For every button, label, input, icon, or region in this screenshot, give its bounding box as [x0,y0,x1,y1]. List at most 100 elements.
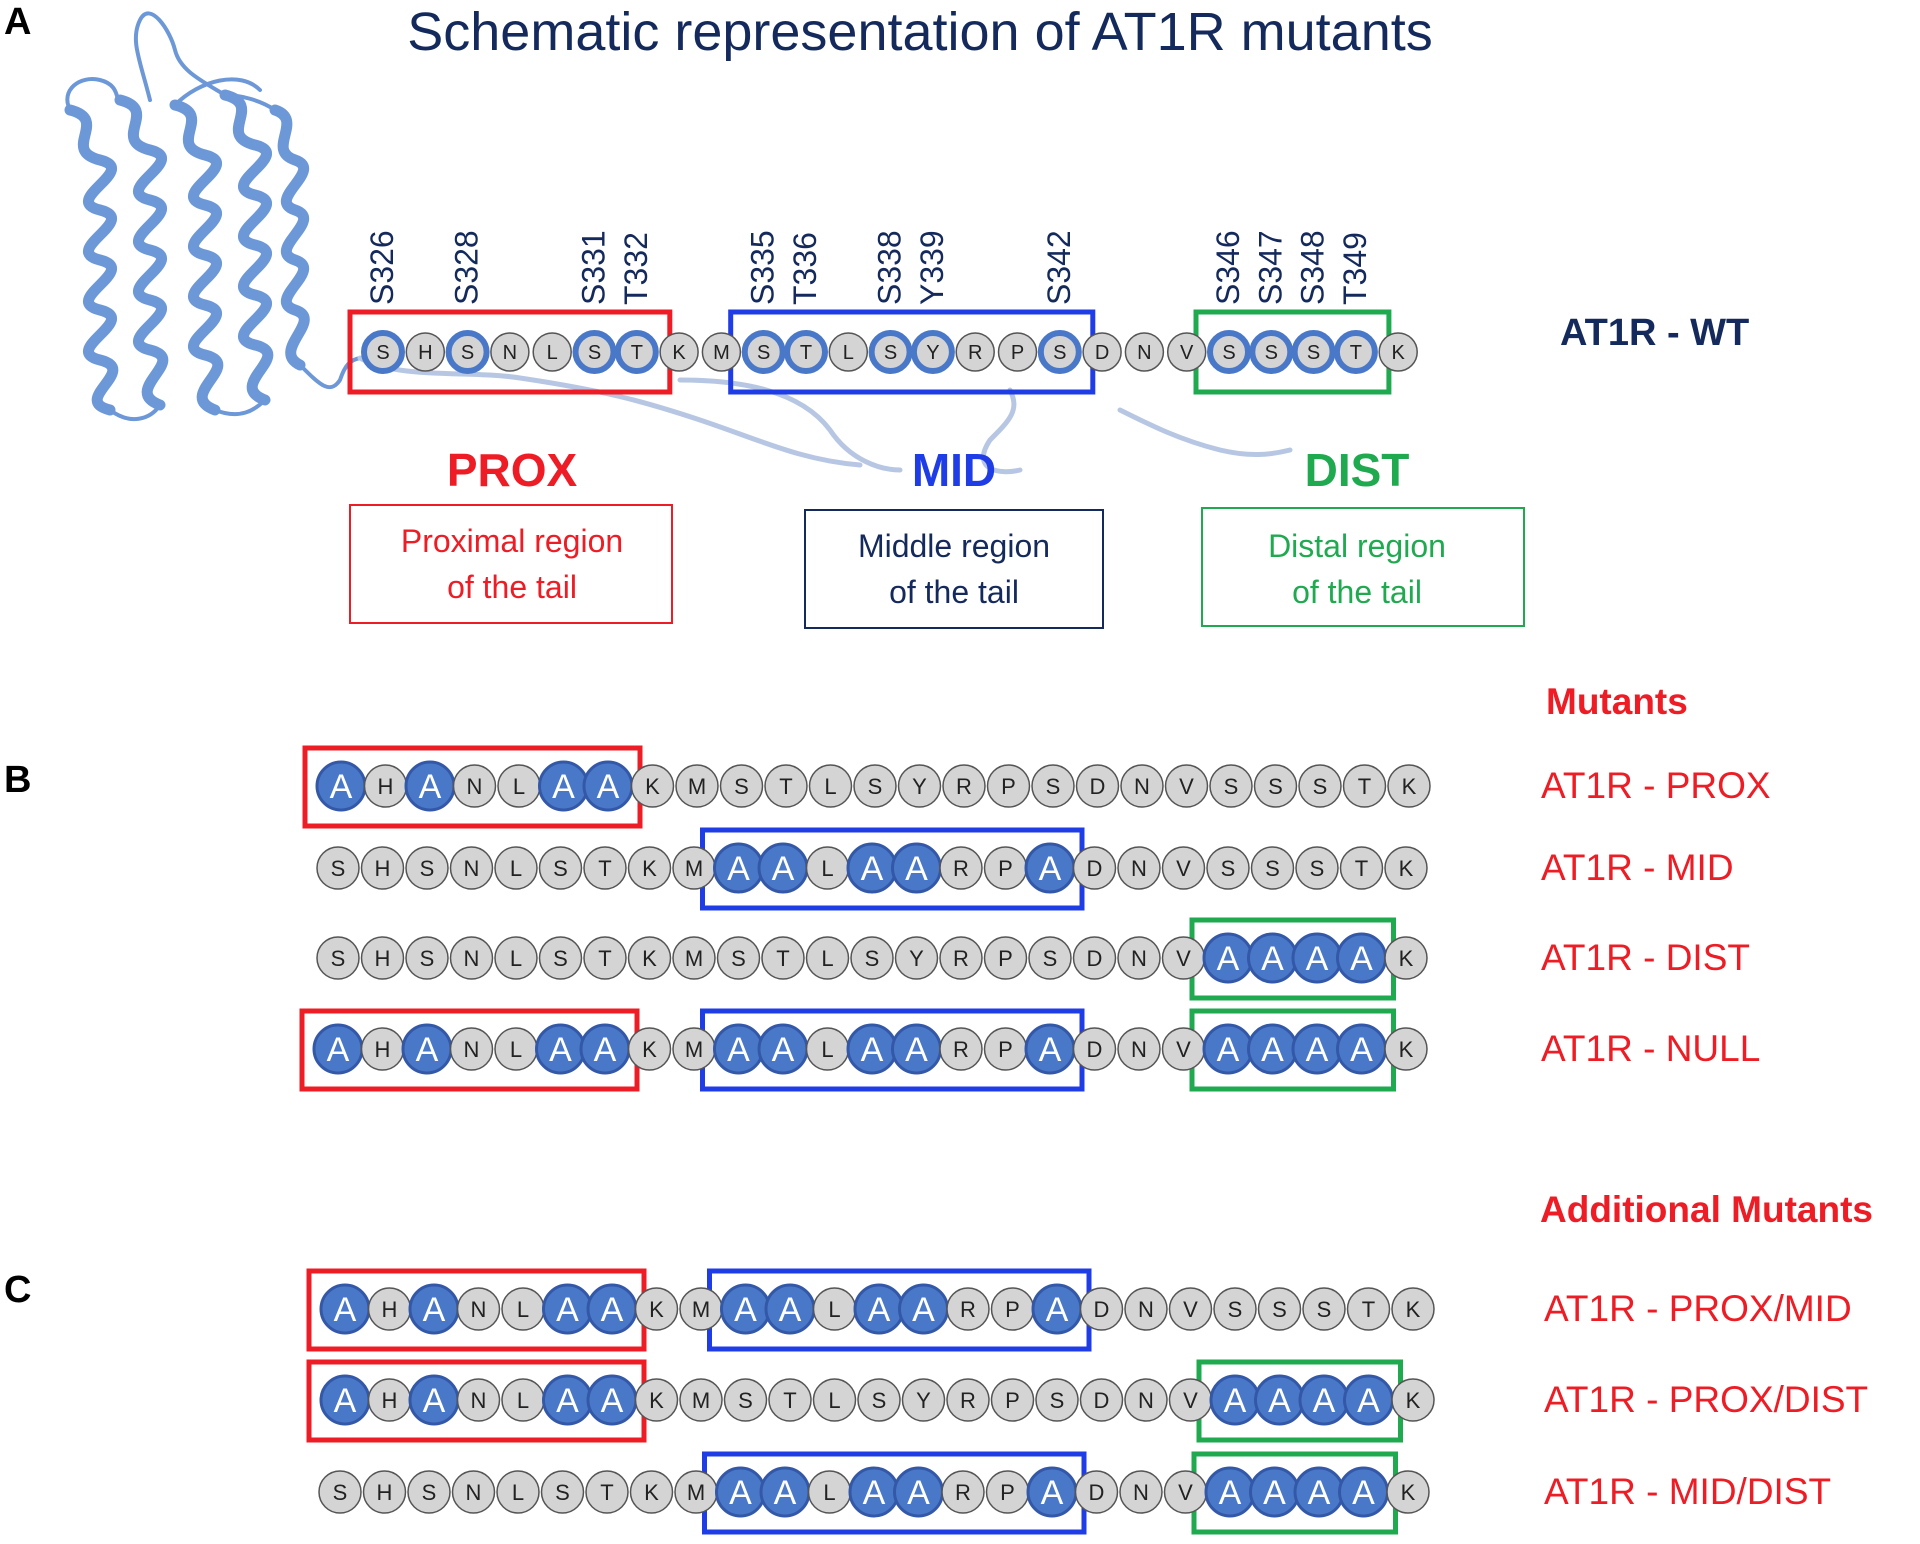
residue-circle [456,1378,501,1422]
wt-residue-letter: S [376,342,389,364]
mutated-residue-letter: A [1263,1474,1286,1512]
wt-residue: S [445,330,490,374]
residue-circle [812,1378,857,1422]
residue: K [627,936,672,980]
residue: M [675,764,719,808]
mutated-residue: A [579,1023,631,1075]
residue: Y [894,936,939,980]
mutated-residue: A [846,1023,898,1075]
residue-circle [316,936,360,980]
residue-letter: N [471,1388,487,1413]
residue-letter: L [510,856,522,881]
mutated-residue: A [715,1466,766,1518]
mutated-residue: A [408,1283,460,1335]
region-desc-line2-dist: of the tail [1292,574,1422,610]
mutated-residue: A [1336,932,1387,984]
residue-circle [1074,1470,1119,1514]
residue-circle [1387,764,1431,808]
residue: Y [897,764,942,808]
residue-letter: R [960,1297,976,1322]
mutated-residue-letter: A [1350,940,1373,978]
region-desc-line2-prox: of the tail [447,569,577,605]
wt-residue-circle [445,330,490,374]
residue-letter: N [471,1297,487,1322]
wt-residue-circle [1378,332,1418,372]
mutated-residue-letter: A [549,1031,572,1069]
residue-circle [318,1470,362,1514]
residue-circle [901,1378,946,1422]
residue-circle [850,936,894,980]
residue: V [1168,1287,1213,1331]
residue-circle [1075,764,1120,808]
wt-residue-circle [701,332,742,372]
residue: S [1302,1287,1346,1331]
mutated-residue: A [582,760,634,812]
wt-residue-letter: R [968,342,982,364]
residue: P [990,1378,1035,1422]
residue-letter: R [953,946,969,971]
residue: S [540,1470,585,1514]
mutated-residue: A [846,842,898,894]
wt-residue: K [659,332,699,372]
residue-circle [986,764,1031,808]
residue-letter: Y [912,774,927,799]
residue-circle [719,764,764,808]
wt-residue-circle [532,332,572,372]
residue: L [494,936,538,980]
wt-residue-circle [1124,332,1165,372]
mutated-residue-letter: A [1308,1474,1331,1512]
mutated-residue-letter: A [1046,1291,1069,1329]
residue-letter: N [464,1037,480,1062]
residue-letter: P [998,946,1013,971]
residue: N [1120,764,1164,808]
residue-circle [629,1470,674,1514]
residue-circle [939,1027,983,1071]
region-name-mid: MID [912,444,996,496]
panel-letter-c: C [4,1269,31,1311]
mutated-residue: A [1202,932,1254,984]
mutant-label: AT1R - PROX/DIST [1544,1379,1868,1420]
mutated-residue-letter: A [727,1031,750,1069]
wt-residue-circle [572,330,617,374]
residue: S [1209,764,1253,808]
mutated-residue-letter: A [907,1474,930,1512]
residue-letter: H [375,946,391,971]
residue: K [1384,1027,1428,1071]
wt-residue-circle [1291,330,1336,374]
residue-circle [1168,1287,1213,1331]
residue: N [456,1287,501,1331]
mutated-residue-letter: A [1217,1031,1240,1069]
residue-circle [1161,846,1206,890]
residue-letter: T [598,946,611,971]
residue-circle [540,1470,585,1514]
residue-letter: R [953,856,969,881]
residue: L [812,1378,857,1422]
wt-residue-circle [955,332,995,372]
residue: L [494,846,538,890]
mutated-residue: A [898,1283,949,1335]
mutated-residue: A [759,1466,811,1518]
residue: P [985,1470,1030,1514]
residue-circle [538,936,583,980]
residue: K [1384,846,1428,890]
residue-letter: D [1087,946,1103,971]
residue: L [501,1287,545,1331]
residue-letter: K [1399,1037,1414,1062]
wt-residue: N [490,332,530,372]
wt-residue-circle [910,330,955,374]
wt-residue: L [532,332,572,372]
residue-circle [1257,1287,1302,1331]
residue-letter: M [692,1388,710,1413]
mutated-residue: A [312,1023,364,1075]
mutated-residue-letter: A [1306,1031,1329,1069]
mutated-residue: A [542,1374,593,1426]
residue: H [360,936,405,980]
residue: N [1117,846,1161,890]
figure-title: Schematic representation of AT1R mutants [407,2,1433,62]
wt-residue: T [1333,330,1378,374]
residue-circle [360,936,405,980]
residue-circle [853,764,897,808]
